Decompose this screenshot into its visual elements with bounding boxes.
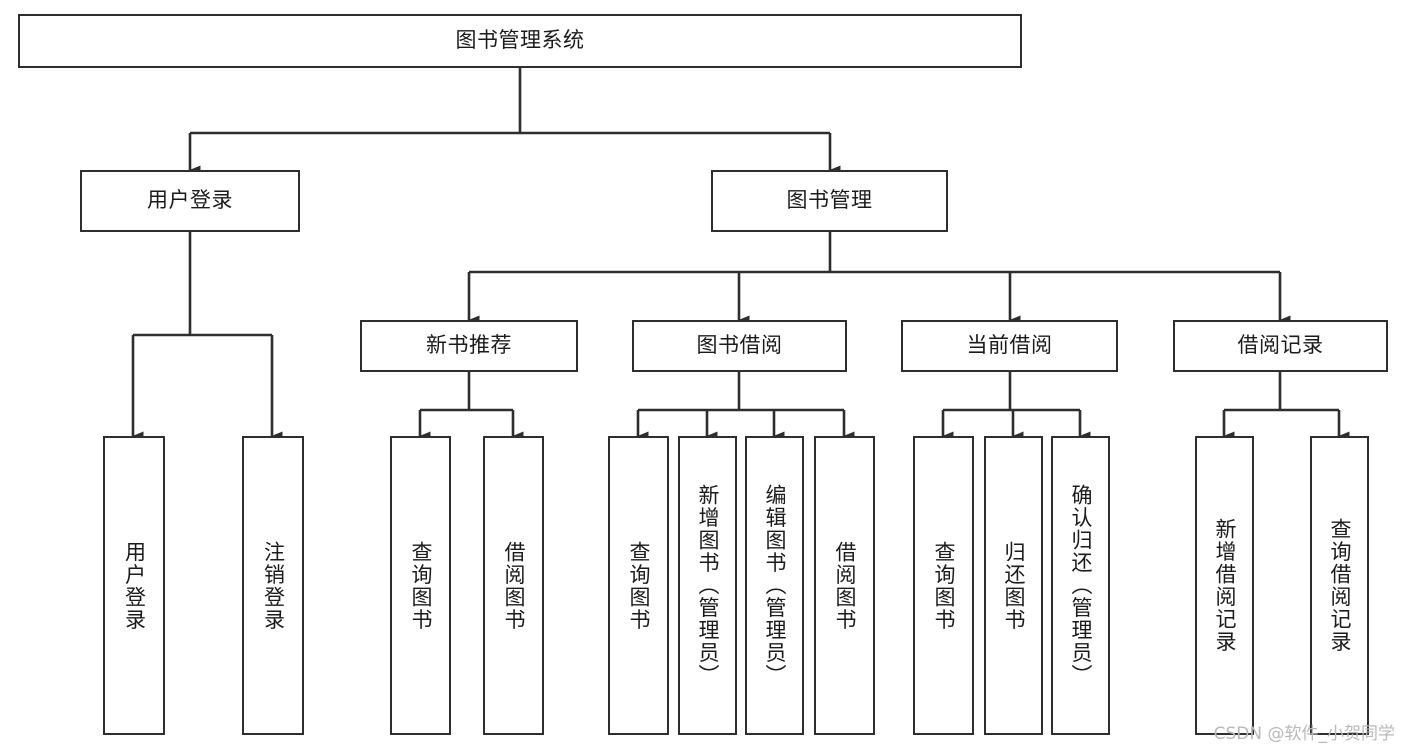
node-leaf-logout-login[interactable]: 注销登录 xyxy=(242,436,304,735)
node-leaf-return-book-label: 归还图书 xyxy=(1001,540,1026,631)
node-borrow-record[interactable]: 借阅记录 xyxy=(1173,320,1388,372)
node-book-manage[interactable]: 图书管理 xyxy=(711,170,948,232)
node-leaf-borrow-book-1[interactable]: 借阅图书 xyxy=(483,436,544,735)
node-leaf-add-book[interactable]: 新增图书（管理员） xyxy=(678,436,737,735)
node-book-borrow[interactable]: 图书借阅 xyxy=(632,320,847,372)
node-leaf-query-book-2-label: 查询图书 xyxy=(626,540,651,631)
node-leaf-edit-book-label: 编辑图书（管理员） xyxy=(762,484,787,687)
node-leaf-query-book-1[interactable]: 查询图书 xyxy=(390,436,451,735)
node-leaf-logout-login-label: 注销登录 xyxy=(261,540,286,631)
node-current-borrow[interactable]: 当前借阅 xyxy=(901,320,1118,372)
node-leaf-confirm-return-label: 确认归还（管理员） xyxy=(1068,484,1093,687)
node-root[interactable]: 图书管理系统 xyxy=(18,14,1022,68)
node-book-borrow-label: 图书借阅 xyxy=(696,333,783,358)
node-leaf-query-book-3-label: 查询图书 xyxy=(931,540,956,631)
node-leaf-add-record[interactable]: 新增借阅记录 xyxy=(1195,436,1254,735)
node-user-login[interactable]: 用户登录 xyxy=(80,170,300,232)
node-user-login-label: 用户登录 xyxy=(147,188,233,213)
node-root-label: 图书管理系统 xyxy=(455,28,585,53)
node-leaf-query-book-1-label: 查询图书 xyxy=(408,540,433,631)
node-leaf-borrow-book-2-label: 借阅图书 xyxy=(832,540,857,631)
node-leaf-edit-book[interactable]: 编辑图书（管理员） xyxy=(745,436,804,735)
node-leaf-query-record[interactable]: 查询借阅记录 xyxy=(1310,436,1369,735)
node-leaf-confirm-return[interactable]: 确认归还（管理员） xyxy=(1051,436,1110,735)
node-leaf-user-login-label: 用户登录 xyxy=(122,540,147,631)
node-leaf-borrow-book-1-label: 借阅图书 xyxy=(501,540,526,631)
node-leaf-query-record-label: 查询借阅记录 xyxy=(1327,518,1352,653)
node-new-book-recommend[interactable]: 新书推荐 xyxy=(360,320,578,372)
node-leaf-borrow-book-2[interactable]: 借阅图书 xyxy=(814,436,875,735)
node-new-book-recommend-label: 新书推荐 xyxy=(426,333,512,358)
node-leaf-add-book-label: 新增图书（管理员） xyxy=(695,484,720,687)
node-leaf-add-record-label: 新增借阅记录 xyxy=(1212,518,1237,653)
node-borrow-record-label: 借阅记录 xyxy=(1237,333,1324,358)
node-leaf-query-book-3[interactable]: 查询图书 xyxy=(913,436,974,735)
node-leaf-query-book-2[interactable]: 查询图书 xyxy=(608,436,669,735)
node-book-manage-label: 图书管理 xyxy=(786,188,873,213)
node-leaf-user-login[interactable]: 用户登录 xyxy=(103,436,165,735)
node-leaf-return-book[interactable]: 归还图书 xyxy=(984,436,1043,735)
node-current-borrow-label: 当前借阅 xyxy=(966,333,1053,358)
